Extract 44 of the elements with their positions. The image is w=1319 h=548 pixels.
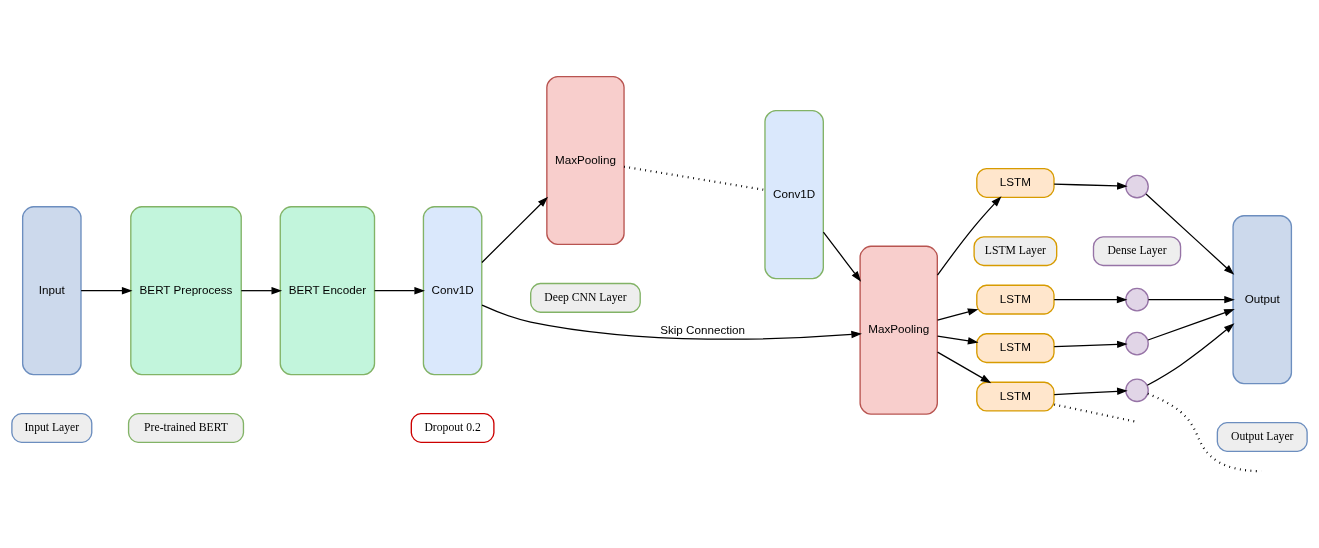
node-box: Deep CNN Layer xyxy=(530,282,641,313)
arrow xyxy=(1147,295,1235,304)
node-box: LSTM xyxy=(976,333,1055,364)
node-box: BERT Encoder xyxy=(279,206,376,376)
node-box: MaxPooling xyxy=(546,75,625,246)
arrow xyxy=(481,304,862,340)
node-box: LSTM xyxy=(976,284,1055,315)
node-box: BERT Preprocess xyxy=(130,206,242,376)
arrow xyxy=(1147,309,1235,341)
arrow xyxy=(1145,193,1235,275)
node-box: Pre-trained BERT xyxy=(127,412,245,444)
connector xyxy=(623,165,765,192)
node-circle xyxy=(1125,174,1149,199)
node-circle xyxy=(1125,378,1149,403)
arrow xyxy=(936,196,1002,276)
node-box: LSTM Layer xyxy=(973,236,1058,267)
node-box: Dropout 0.2 xyxy=(410,412,495,444)
arrow xyxy=(1053,295,1128,304)
arrow xyxy=(373,286,425,295)
node-circle xyxy=(1125,287,1149,312)
node-box: Conv1D xyxy=(764,110,824,280)
node-box: LSTM xyxy=(976,167,1055,198)
arrow xyxy=(1146,323,1235,386)
node-box: LSTM xyxy=(976,381,1055,412)
arrow xyxy=(936,308,979,321)
node-box: Output xyxy=(1232,215,1293,385)
arrow xyxy=(1053,340,1128,349)
node-box: Conv1D xyxy=(422,206,483,376)
node-box: Dense Layer xyxy=(1092,236,1182,267)
arrow xyxy=(1053,387,1128,396)
node-box: MaxPooling xyxy=(859,245,938,415)
node-box: Output Layer xyxy=(1216,421,1308,452)
arrow xyxy=(481,196,549,264)
arrow xyxy=(240,286,283,295)
arrow xyxy=(936,335,979,345)
arrow xyxy=(1053,182,1128,190)
node-circle xyxy=(1125,331,1149,356)
arrow xyxy=(80,286,133,295)
edge-label: Skip Connection xyxy=(660,323,746,337)
node-box: Input xyxy=(21,206,82,376)
arrow xyxy=(822,231,862,282)
arrow xyxy=(936,351,992,384)
node-box: Input Layer xyxy=(11,412,93,444)
connector xyxy=(1054,403,1137,423)
